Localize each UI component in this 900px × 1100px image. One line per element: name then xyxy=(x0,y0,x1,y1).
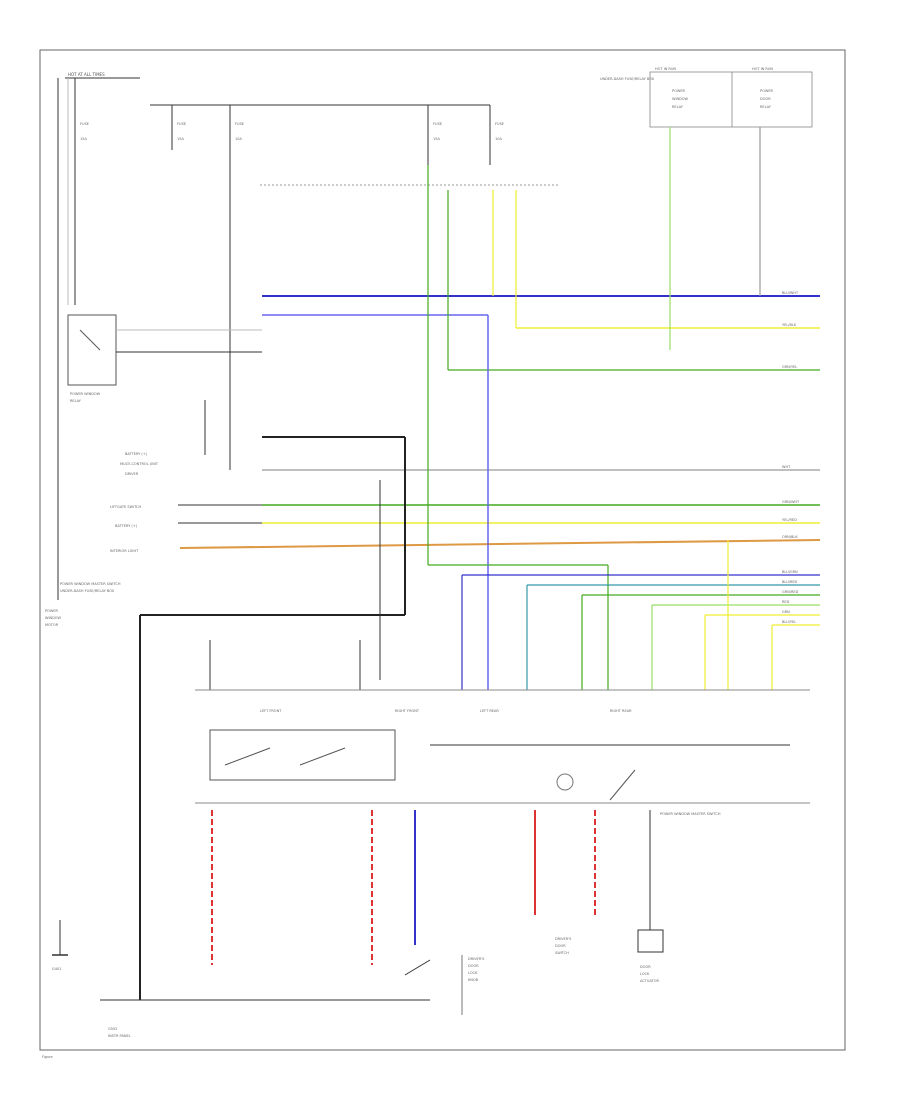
svg-text:POWER WINDOW MASTER SWITCH: POWER WINDOW MASTER SWITCH xyxy=(60,582,121,586)
svg-text:YEL/RED: YEL/RED xyxy=(782,518,797,522)
svg-text:RELAY: RELAY xyxy=(760,105,772,109)
power-label-1: POWER xyxy=(45,609,59,613)
fuse-5: FUSE 10A xyxy=(489,105,504,165)
svg-text:RELAY: RELAY xyxy=(70,399,82,403)
fuse-2: FUSE 15A xyxy=(171,105,186,150)
svg-text:RIGHT REAR: RIGHT REAR xyxy=(610,709,632,713)
svg-text:WHT: WHT xyxy=(782,465,791,469)
svg-text:GRN/YEL: GRN/YEL xyxy=(782,365,797,369)
lock-actuator: DOOR LOCK ACTUATOR xyxy=(637,929,664,983)
side-label: UNDER-DASH FUSE/RELAY BOX xyxy=(600,77,655,81)
svg-text:DRIVER: DRIVER xyxy=(125,472,139,476)
svg-text:POWER: POWER xyxy=(760,89,774,93)
svg-text:BATTERY (+): BATTERY (+) xyxy=(125,452,148,456)
svg-text:HOT IN RUN: HOT IN RUN xyxy=(752,67,773,71)
svg-text:SWITCH: SWITCH xyxy=(555,951,569,955)
svg-text:DOOR: DOOR xyxy=(468,964,479,968)
svg-text:10A: 10A xyxy=(235,137,242,141)
svg-text:FUSE: FUSE xyxy=(177,122,186,126)
svg-text:MULTI-CONTROL UNIT: MULTI-CONTROL UNIT xyxy=(120,462,159,466)
module-top-right: HOT IN RUN HOT IN RUN POWER WINDOW RELAY… xyxy=(649,67,813,128)
door-lock-switch-label: DRIVER'S DOOR LOCK KNOB xyxy=(461,955,485,1015)
svg-text:WINDOW: WINDOW xyxy=(672,97,689,101)
diagram-border xyxy=(39,49,846,1051)
svg-text:RIGHT FRONT: RIGHT FRONT xyxy=(395,709,420,713)
svg-text:LEFT REAR: LEFT REAR xyxy=(480,709,499,713)
svg-text:RELAY: RELAY xyxy=(672,105,684,109)
svg-text:UNDER-DASH FUSE/RELAY BOX: UNDER-DASH FUSE/RELAY BOX xyxy=(60,589,115,593)
svg-text:FUSE: FUSE xyxy=(235,122,244,126)
ground-bottom: G552 INSTR PANEL xyxy=(108,1027,131,1038)
svg-text:YEL/BLK: YEL/BLK xyxy=(782,323,797,327)
power-label-2: WINDOW xyxy=(45,616,62,620)
wire-orange xyxy=(179,539,821,549)
svg-text:GRN: GRN xyxy=(782,610,790,614)
svg-text:GRN/RED: GRN/RED xyxy=(782,590,799,594)
fuse-3: FUSE 10A xyxy=(229,105,244,470)
svg-text:DRIVER'S: DRIVER'S xyxy=(468,957,485,961)
fuse-1: FUSE 15A xyxy=(74,78,89,305)
hot-top-label: HOT AT ALL TIMES xyxy=(68,72,105,77)
svg-text:FUSE: FUSE xyxy=(495,122,504,126)
svg-text:HOT IN RUN: HOT IN RUN xyxy=(655,67,676,71)
svg-text:G552: G552 xyxy=(108,1027,117,1031)
ground-left: G401 xyxy=(52,920,68,971)
switch-enclosure-left: LEFT FRONT RIGHT FRONT xyxy=(209,709,420,781)
svg-text:RED: RED xyxy=(782,600,790,604)
door-switch-label: DRIVER'S DOOR SWITCH xyxy=(555,937,572,955)
svg-text:LOCK: LOCK xyxy=(468,971,478,975)
master-switch-block xyxy=(139,436,406,1000)
right-wire-labels: BLU/WHT YEL/BLK GRN/YEL WHT GRN/WHT YEL/… xyxy=(782,291,800,624)
svg-text:BATTERY (+): BATTERY (+) xyxy=(115,524,138,528)
svg-text:BLU/GRN: BLU/GRN xyxy=(782,570,798,574)
svg-text:INTERIOR LIGHT: INTERIOR LIGHT xyxy=(110,549,139,553)
svg-text:10A: 10A xyxy=(495,137,502,141)
svg-text:DOOR: DOOR xyxy=(760,97,771,101)
svg-text:FUSE: FUSE xyxy=(80,122,89,126)
svg-text:BLU/RED: BLU/RED xyxy=(782,580,798,584)
power-label-3: MOTOR xyxy=(45,623,59,627)
svg-text:BLU/WHT: BLU/WHT xyxy=(782,291,799,295)
svg-text:DRIVER'S: DRIVER'S xyxy=(555,937,572,941)
svg-text:DOOR: DOOR xyxy=(555,944,566,948)
svg-text:DOOR: DOOR xyxy=(640,965,651,969)
left-rows: BATTERY (+) MULTI-CONTROL UNIT DRIVER LI… xyxy=(60,400,262,593)
svg-text:15A: 15A xyxy=(80,137,87,141)
fuse-4: FUSE 15A xyxy=(427,105,442,165)
svg-text:KNOB: KNOB xyxy=(468,978,479,982)
svg-text:FUSE: FUSE xyxy=(433,122,442,126)
svg-text:POWER: POWER xyxy=(672,89,686,93)
svg-text:INSTR PANEL: INSTR PANEL xyxy=(108,1034,131,1038)
page-label: Figure xyxy=(42,1055,53,1059)
svg-text:ORN/BLK: ORN/BLK xyxy=(782,535,798,539)
bottom-bus-label: POWER WINDOW MASTER SWITCH xyxy=(660,812,721,816)
svg-text:15A: 15A xyxy=(433,137,440,141)
svg-text:POWER WINDOW: POWER WINDOW xyxy=(70,392,101,396)
bottom-switch xyxy=(404,959,431,976)
switch-enclosure-right: LEFT REAR RIGHT REAR xyxy=(430,709,790,801)
svg-text:15A: 15A xyxy=(177,137,184,141)
svg-text:ACTUATOR: ACTUATOR xyxy=(640,979,659,983)
svg-text:GRN/WHT: GRN/WHT xyxy=(782,500,800,504)
svg-text:BLU/YEL: BLU/YEL xyxy=(782,620,796,624)
svg-text:LOCK: LOCK xyxy=(640,972,650,976)
svg-text:LIFTGATE SWITCH: LIFTGATE SWITCH xyxy=(110,505,141,509)
svg-text:LEFT FRONT: LEFT FRONT xyxy=(260,709,282,713)
svg-text:G401: G401 xyxy=(52,967,61,971)
relay-box: POWER WINDOW RELAY xyxy=(67,314,262,403)
